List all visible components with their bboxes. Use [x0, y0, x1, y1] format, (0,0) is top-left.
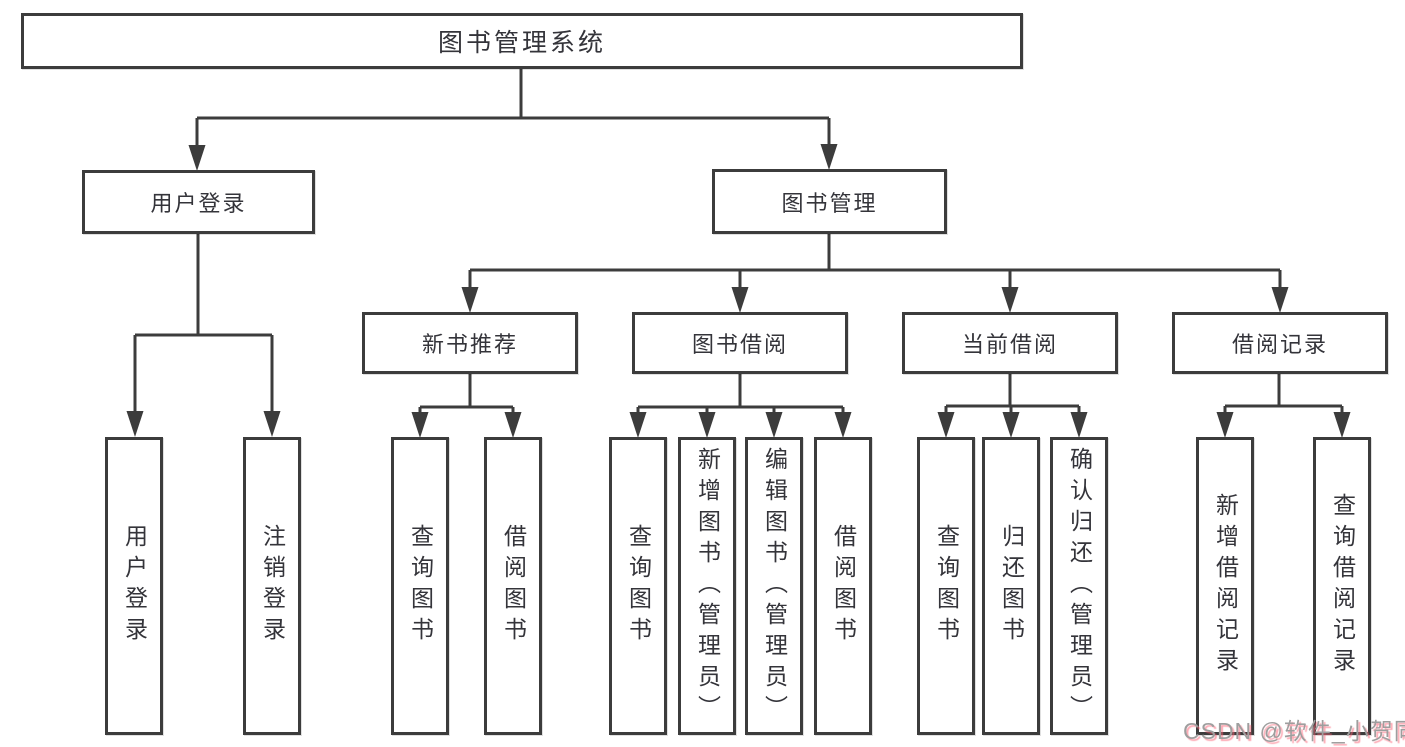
- leaf-return-books: 归还图书: [982, 437, 1040, 735]
- node-book-management: 图书管理: [712, 169, 947, 234]
- leaf-query-books-under-recommendation: 查询图书: [391, 437, 449, 735]
- node-borrowing-records: 借阅记录: [1172, 312, 1388, 374]
- leaf-borrow-books-under-recommendation: 借阅图书: [484, 437, 542, 735]
- arrowhead-icon: [629, 412, 647, 438]
- arrowhead-icon: [1216, 412, 1234, 438]
- leaf-confirm-return-admin: 确认归还（管理员）: [1050, 437, 1108, 735]
- arrowhead-icon: [188, 145, 206, 171]
- arrowhead-icon: [461, 287, 479, 313]
- arrowhead-icon: [834, 412, 852, 438]
- leaf-add-books-admin: 新增图书（管理员）: [678, 437, 736, 735]
- node-book-borrowing: 图书借阅: [632, 312, 848, 374]
- connector-book-mgmt-to-level3: [461, 234, 1289, 313]
- node-current-borrowing: 当前借阅: [902, 312, 1118, 374]
- arrowhead-icon: [765, 412, 783, 438]
- arrowhead-icon: [820, 144, 838, 170]
- arrowhead-icon: [1333, 412, 1351, 438]
- arrowhead-icon: [1001, 287, 1019, 313]
- csdn-watermark: CSDN @软件_小贺同学: [1183, 718, 1405, 744]
- leaf-query-borrow-record: 查询借阅记录: [1313, 437, 1371, 735]
- connector-new-book-rec-to-leaves: [411, 374, 522, 438]
- leaf-query-books-under-borrowing: 查询图书: [609, 437, 667, 735]
- arrowhead-icon: [1002, 412, 1020, 438]
- leaf-add-borrow-record: 新增借阅记录: [1196, 437, 1254, 735]
- arrowhead-icon: [411, 412, 429, 438]
- node-root-library-system: 图书管理系统: [21, 13, 1023, 69]
- leaf-logout: 注销登录: [243, 437, 301, 735]
- connector-user-login-to-leaves: [126, 234, 281, 437]
- connector-root-to-level2: [188, 69, 838, 171]
- arrowhead-icon: [126, 411, 144, 437]
- arrowhead-icon: [504, 412, 522, 438]
- arrowhead-icon: [937, 412, 955, 438]
- arrowhead-icon: [731, 287, 749, 313]
- leaf-query-books-under-current: 查询图书: [917, 437, 975, 735]
- arrowhead-icon: [698, 412, 716, 438]
- leaf-edit-books-admin: 编辑图书（管理员）: [745, 437, 803, 735]
- node-user-login: 用户登录: [82, 170, 315, 234]
- node-new-book-recommendation: 新书推荐: [362, 312, 578, 374]
- arrowhead-icon: [263, 411, 281, 437]
- connector-current-borrow-to-leaves: [937, 374, 1088, 438]
- connector-book-borrow-to-leaves: [629, 374, 852, 438]
- leaf-user-login: 用户登录: [105, 437, 163, 735]
- arrowhead-icon: [1271, 287, 1289, 313]
- arrowhead-icon: [1070, 412, 1088, 438]
- leaf-borrow-books-under-borrowing: 借阅图书: [814, 437, 872, 735]
- connector-borrow-records-to-leaves: [1216, 374, 1351, 438]
